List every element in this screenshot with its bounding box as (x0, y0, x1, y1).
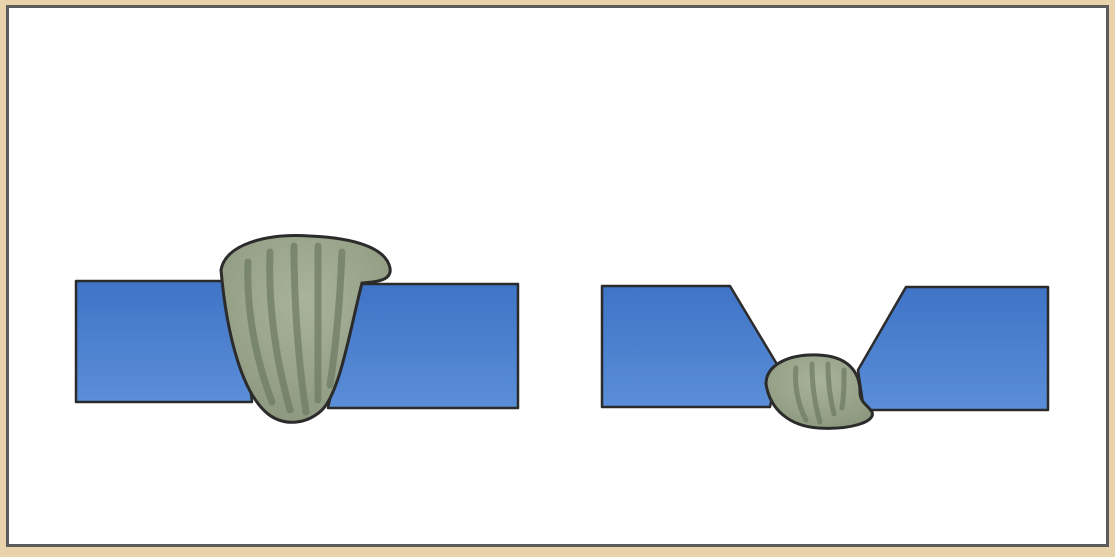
full-penetration-bead (219, 234, 392, 424)
root-pass-bead (764, 353, 874, 430)
diagram-panel (6, 5, 1109, 547)
left-plate-a (74, 279, 254, 404)
square-butt-joint (74, 234, 520, 424)
single-v-groove-joint (600, 284, 1050, 430)
right-plate-b (856, 285, 1050, 412)
right-plate-a (600, 284, 780, 409)
